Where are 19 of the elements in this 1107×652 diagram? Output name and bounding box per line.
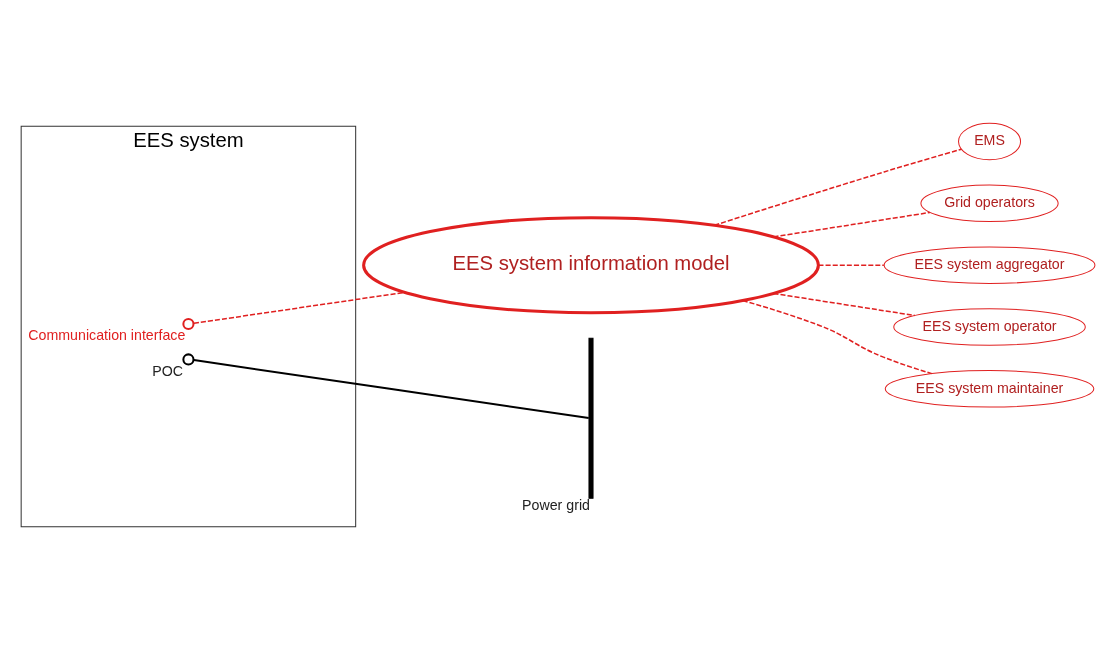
node-ellipse: EES system operator: [892, 307, 1086, 346]
node-ellipse: Grid operators: [919, 184, 1059, 222]
connector: [817, 263, 885, 266]
connector: [772, 292, 916, 316]
node-ellipse: EES system aggregator: [883, 245, 1095, 284]
connector: [741, 299, 933, 374]
node-label: Communication interface: [27, 326, 185, 343]
node-circle: [181, 352, 194, 366]
connector: [713, 147, 962, 226]
connector: [193, 358, 589, 419]
node-label: Power grid: [521, 496, 590, 513]
node-ellipse: EES system maintainer: [884, 369, 1094, 408]
connector: [772, 211, 931, 238]
node-ellipse: EES system information model: [361, 215, 820, 314]
node-label: POC: [151, 362, 183, 379]
node-bar: [587, 337, 594, 499]
node-ellipse: EMS: [957, 122, 1021, 160]
connector: [192, 291, 406, 324]
node-circle: [181, 317, 194, 330]
